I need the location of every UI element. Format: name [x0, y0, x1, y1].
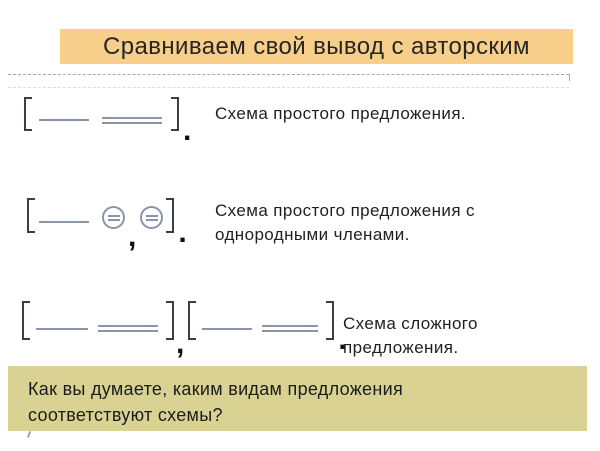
- schema-simple-diagram: .: [24, 97, 191, 146]
- subject-line-icon: [202, 328, 253, 330]
- schema-homogeneous-diagram: , .: [27, 198, 187, 252]
- predicate-double-line-icon: [102, 117, 162, 124]
- period-mark: .: [338, 323, 347, 356]
- question-box: Как вы думаете, каким видам предложения …: [8, 366, 587, 431]
- period-mark: .: [178, 216, 187, 249]
- question-line: Как вы думаете, каким видам предложения: [28, 379, 404, 399]
- caption-line: Схема сложного: [343, 314, 478, 333]
- slide-title: Сравниваем свой вывод с авторским: [103, 32, 530, 60]
- caption-line: предложения.: [343, 338, 459, 357]
- subject-line-icon: [39, 119, 89, 121]
- right-bracket-icon: [171, 97, 179, 131]
- subject-line-icon: [36, 328, 88, 330]
- predicate-double-line-icon: [98, 325, 158, 332]
- caption-line: Схема простого предложения с: [215, 201, 475, 220]
- schema-homogeneous-caption: Схема простого предложения с однородными…: [215, 199, 475, 247]
- schema-complex-caption: Схема сложного предложения.: [343, 312, 478, 360]
- left-bracket-icon: [22, 301, 30, 340]
- period-mark: .: [183, 114, 192, 147]
- right-bracket-icon: [326, 301, 335, 340]
- left-bracket-icon: [188, 301, 197, 340]
- comma-mark: ,: [176, 327, 185, 360]
- schema-complex-diagram: , .: [22, 301, 347, 359]
- left-bracket-icon: [27, 198, 35, 233]
- subject-line-icon: [39, 221, 89, 223]
- divider-dashed-line: [8, 74, 569, 75]
- pen-tick-mark: [26, 430, 32, 439]
- homogeneous-member-circle-icon: [102, 206, 125, 229]
- homogeneous-member-circle-icon: [140, 206, 164, 229]
- right-bracket-icon: [166, 301, 174, 340]
- question-line: соответствуют схемы?: [28, 405, 223, 425]
- right-bracket-icon: [166, 198, 175, 233]
- predicate-double-line-icon: [262, 325, 319, 332]
- title-bar: Сравниваем свой вывод с авторским: [60, 29, 573, 64]
- caption-line: однородными членами.: [215, 225, 410, 244]
- comma-mark: ,: [128, 220, 137, 253]
- divider-dashed-line-faint: [8, 87, 569, 88]
- schema-simple-caption: Схема простого предложения.: [215, 102, 466, 126]
- predicate-double-line-icon: [107, 214, 120, 221]
- divider-end-tick: [569, 74, 570, 81]
- caption-line: Схема простого предложения.: [215, 104, 467, 123]
- left-bracket-icon: [24, 97, 32, 131]
- predicate-double-line-icon: [145, 214, 158, 221]
